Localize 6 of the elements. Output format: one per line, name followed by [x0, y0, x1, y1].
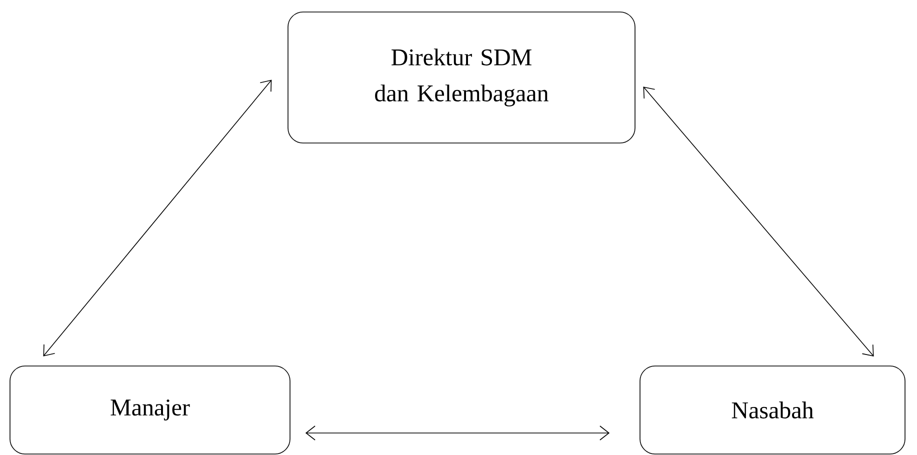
arrow	[305, 426, 610, 440]
process-box: Direktur SDM dan Kelembagaan	[288, 12, 636, 144]
arrow	[643, 86, 874, 356]
process-box: Manajer	[10, 366, 290, 454]
arrow	[43, 80, 272, 356]
process-box: Nasabah	[640, 366, 906, 454]
